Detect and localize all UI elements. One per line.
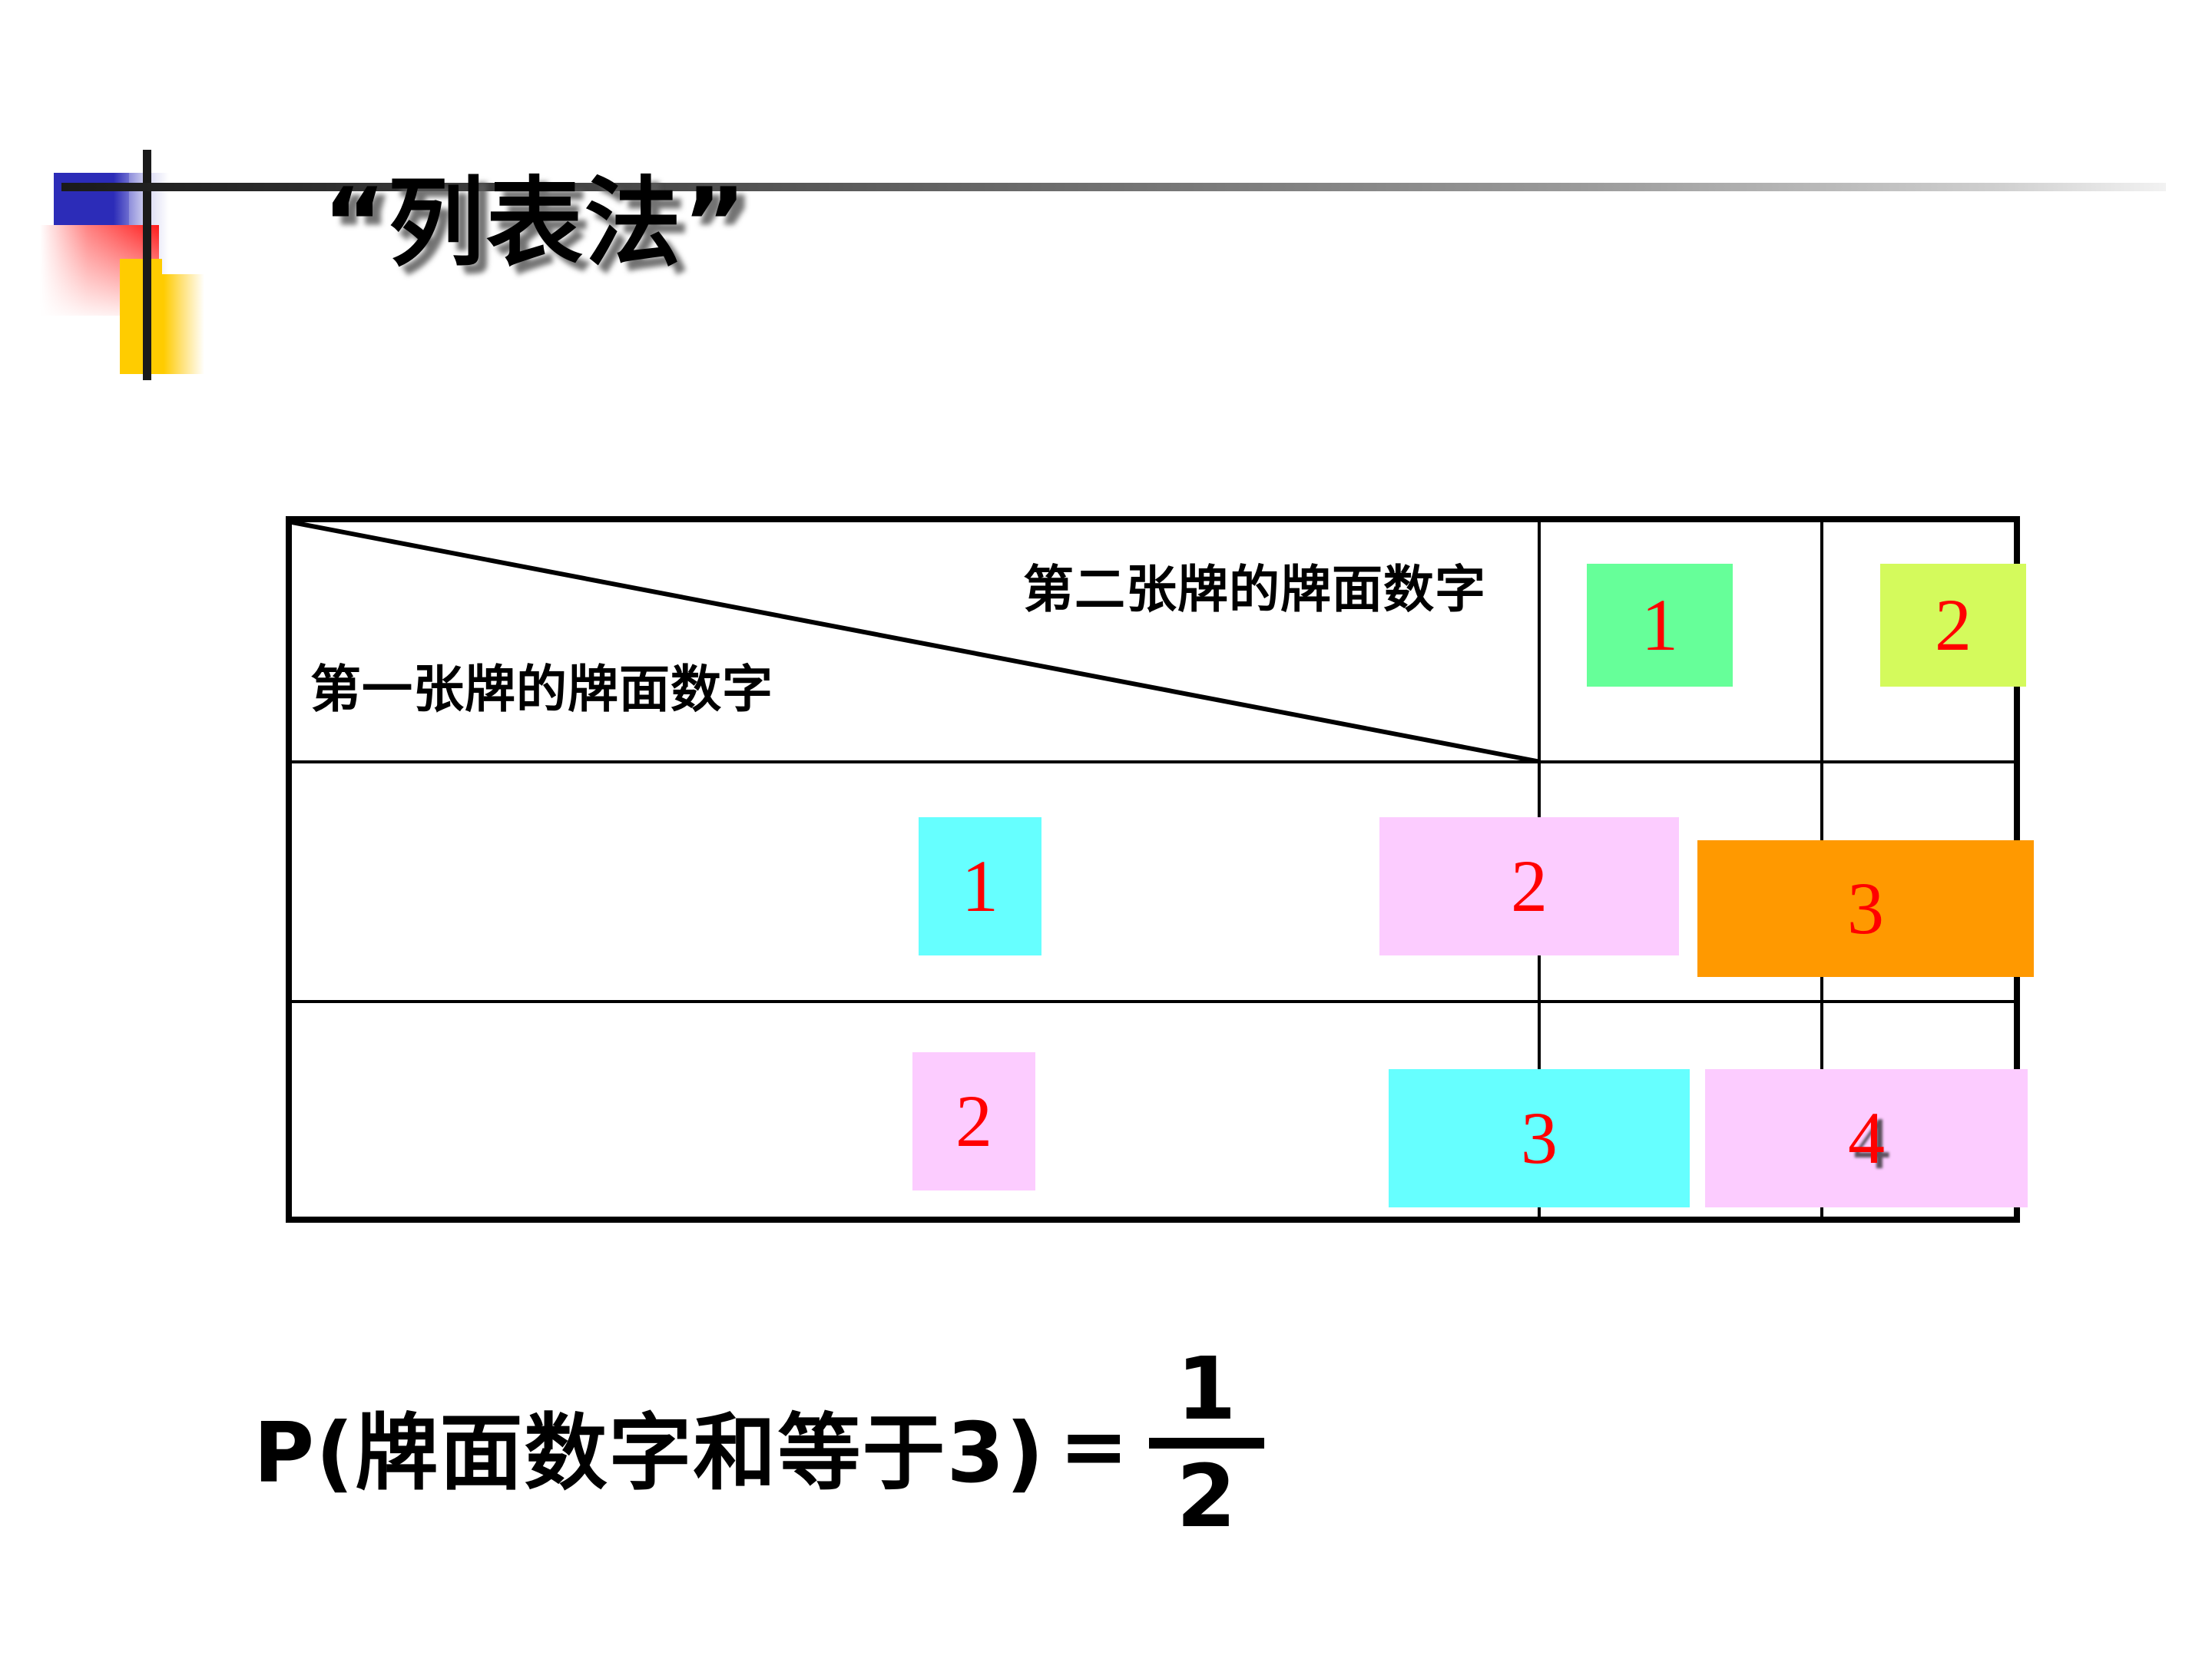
cell-r2-c1-value: 3 xyxy=(1521,1097,1558,1179)
formula-lhs: P(牌面数字和等于3) xyxy=(253,1406,1046,1502)
cell-r1-c1: 2 xyxy=(1379,817,1679,955)
cell-r2-c2-value: 4 xyxy=(1848,1097,1885,1179)
column-header-chip-1-value: 1 xyxy=(1641,584,1678,666)
cell-r1-c1-value: 2 xyxy=(1511,845,1548,927)
row-2-header-value: 2 xyxy=(955,1080,992,1162)
decorative-logo xyxy=(40,150,276,426)
formula-equals: = xyxy=(1059,1398,1129,1495)
page-title: “列表法” xyxy=(323,167,748,280)
cell-r1-c2-value: 3 xyxy=(1847,867,1884,949)
logo-vertical-bar xyxy=(143,150,151,380)
column-header-chip-2: 2 xyxy=(1880,564,2026,687)
row-header-label: 第一张牌的牌面数字 xyxy=(310,660,773,719)
formula-denominator: 2 xyxy=(1176,1447,1237,1548)
title-underline-bar xyxy=(61,183,2166,191)
column-header-chip-1: 1 xyxy=(1587,564,1733,687)
cell-r2-c2: 4 xyxy=(1705,1069,2028,1207)
formula-numerator: 1 xyxy=(1176,1339,1237,1439)
formula-fraction-bar xyxy=(1148,1438,1264,1449)
table-row-separator-1 xyxy=(286,760,2020,763)
column-header-chip-2-value: 2 xyxy=(1935,584,1972,666)
cell-r1-c2: 3 xyxy=(1697,840,2034,977)
logo-yellow-block xyxy=(120,274,204,374)
row-1-header-value: 1 xyxy=(962,845,998,927)
probability-table: 第二张牌的牌面数字 第一张牌的牌面数字 1 2 1 2 3 2 3 4 xyxy=(286,516,2034,1223)
probability-formula: P(牌面数字和等于3) = 1 2 xyxy=(253,1339,1264,1548)
row-1-header-chip: 1 xyxy=(919,817,1041,955)
table-row-separator-2 xyxy=(286,1000,2020,1003)
cell-r2-c1: 3 xyxy=(1389,1069,1690,1207)
column-header-label: 第二张牌的牌面数字 xyxy=(1023,560,1486,619)
row-2-header-chip: 2 xyxy=(912,1052,1035,1190)
formula-fraction: 1 2 xyxy=(1148,1339,1264,1548)
